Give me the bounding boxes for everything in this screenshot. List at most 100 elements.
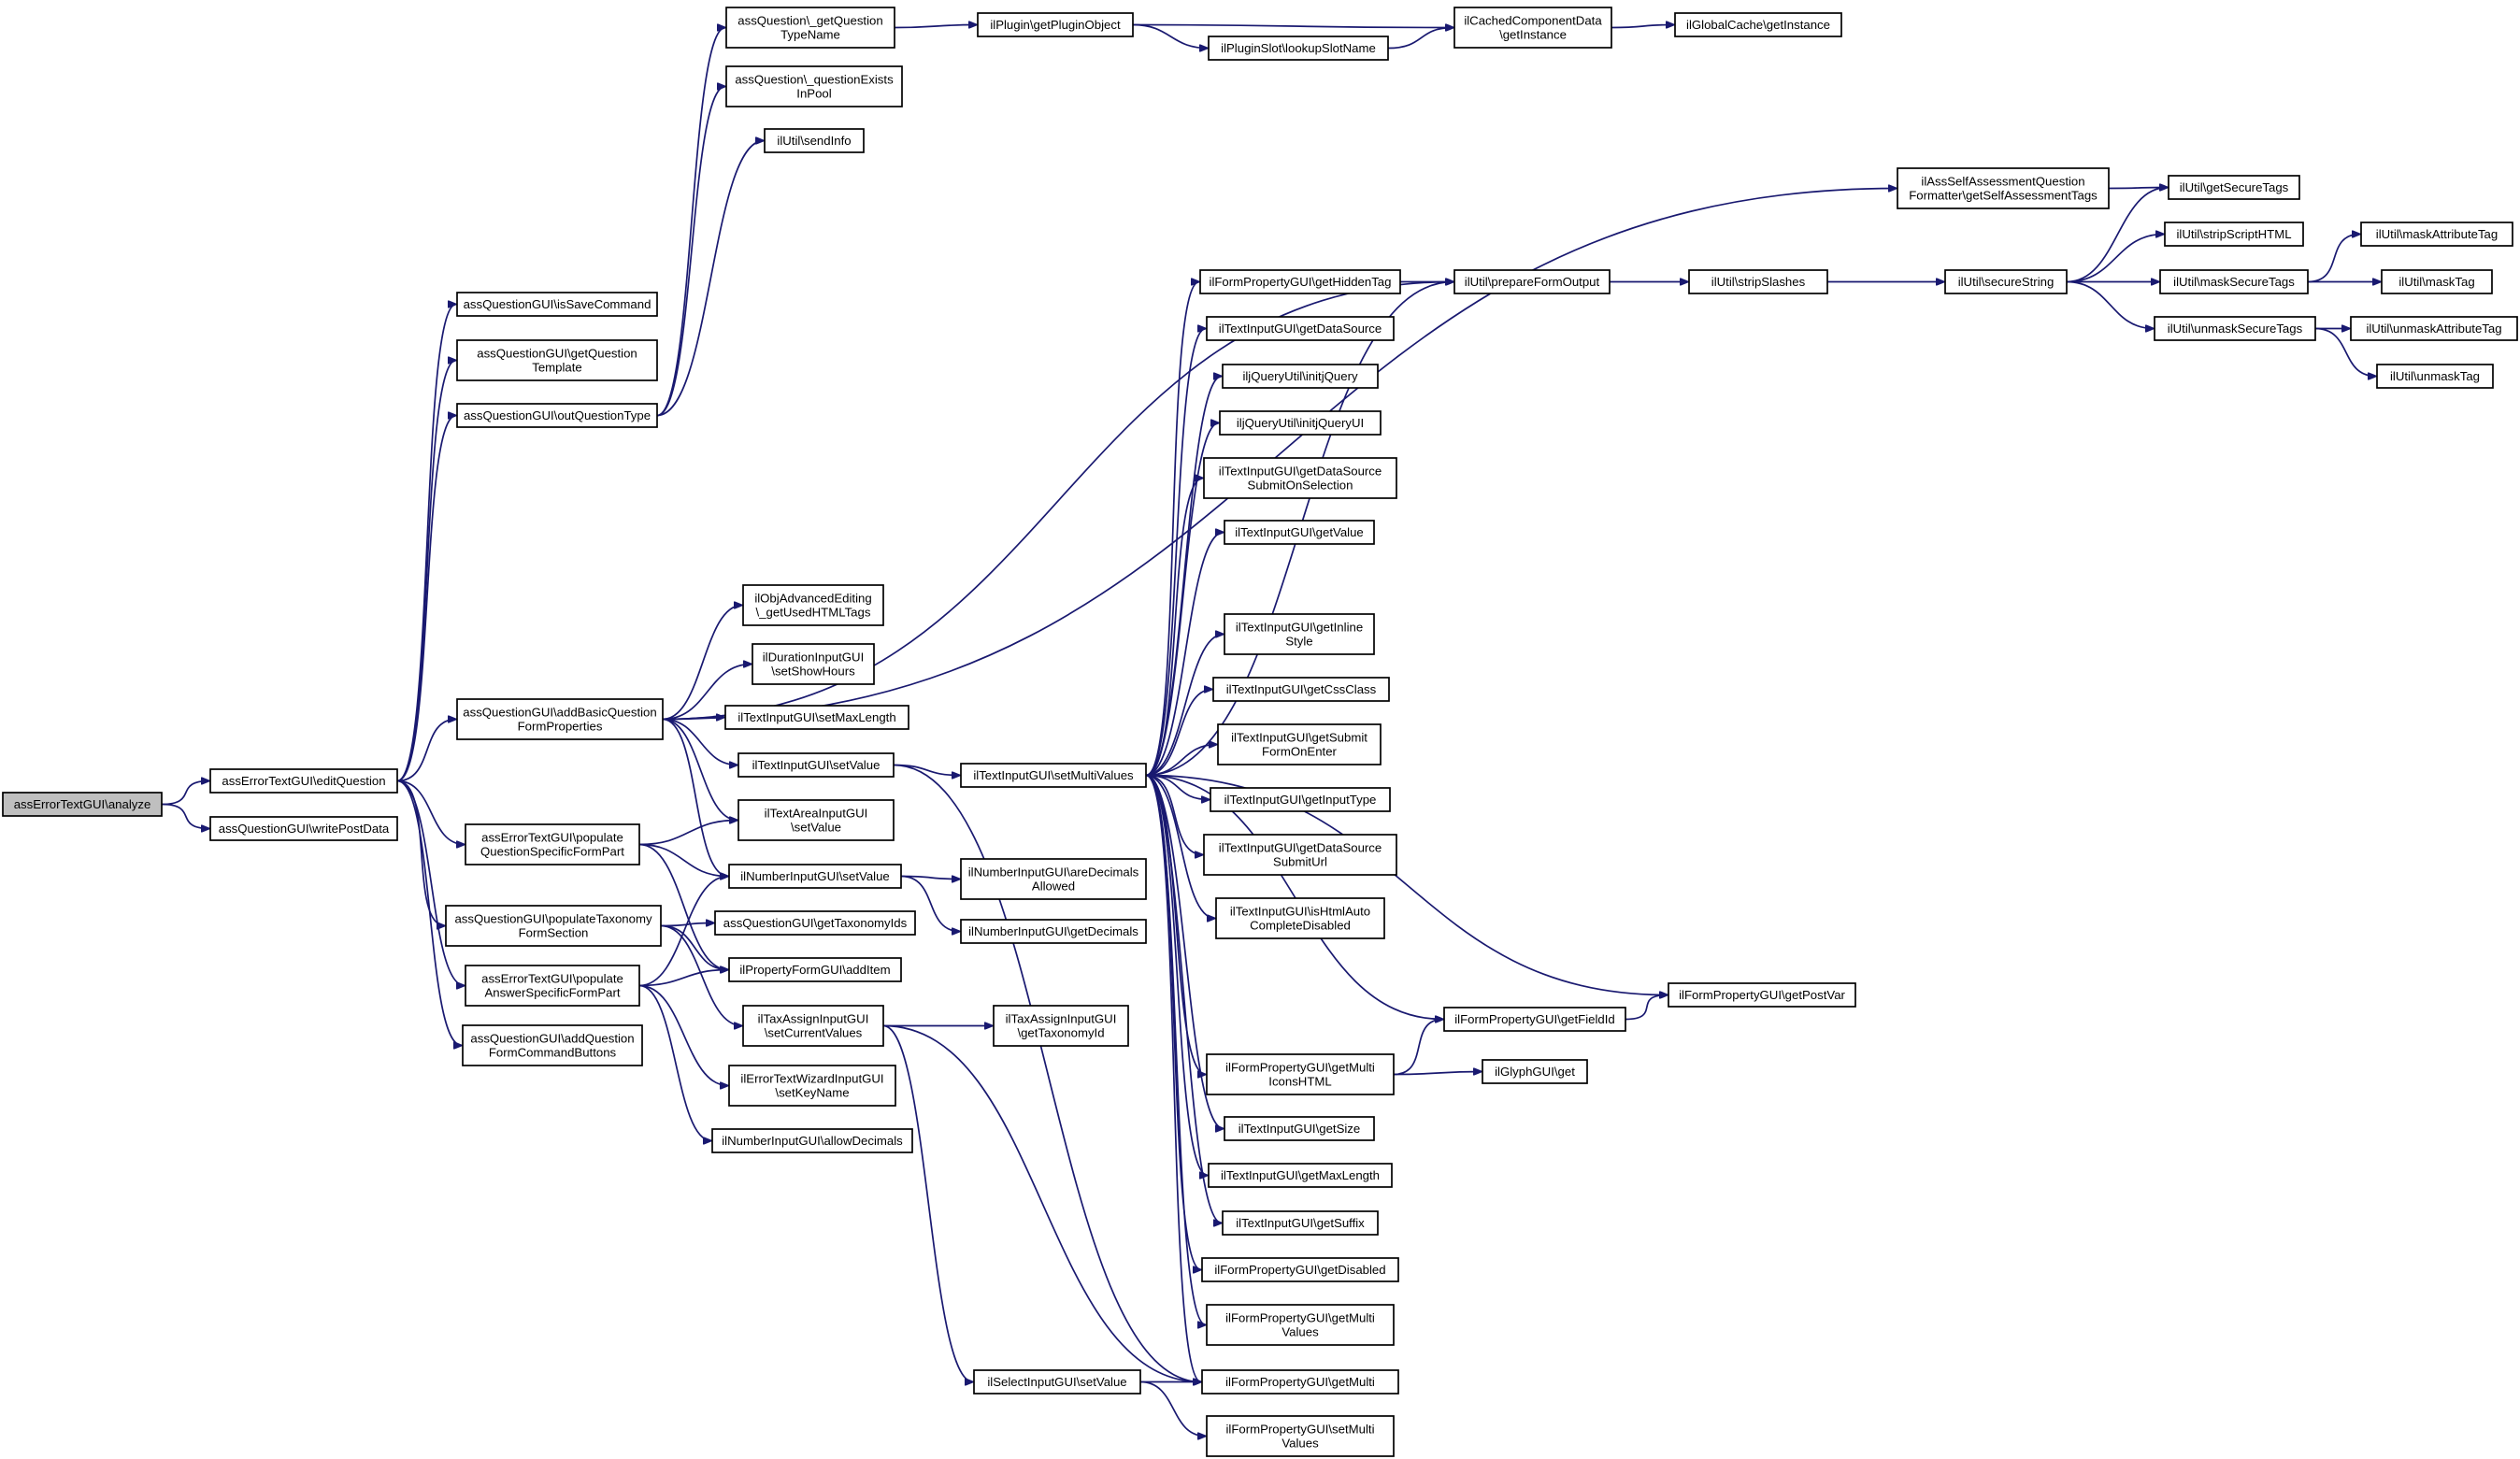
node-ilutil-stripslashes[interactable]: ilUtil\stripSlashes — [1688, 269, 1828, 294]
node-ilformpropertygui-getfieldid[interactable]: ilFormPropertyGUI\getFieldId — [1443, 1007, 1626, 1032]
node-ilutil-unmasksecuretags[interactable]: ilUtil\unmaskSecureTags — [2154, 316, 2316, 341]
node-box — [2381, 269, 2493, 294]
node-ilformpropertygui-getdisabled[interactable]: ilFormPropertyGUI\getDisabled — [1201, 1257, 1399, 1282]
node-ilformpropertygui-getmulti[interactable]: ilFormPropertyGUI\getMulti — [1201, 1369, 1399, 1395]
node-box — [1203, 834, 1397, 876]
node-iltextinputgui-getvalue[interactable]: ilTextInputGUI\getValue — [1224, 520, 1375, 545]
edge-n1-to-n6 — [396, 720, 456, 782]
node-box — [456, 292, 658, 317]
node-label: ilFormPropertyGUI\getPostVar — [1679, 988, 1845, 1002]
node-ilutil-maskattributetag[interactable]: ilUtil\maskAttributeTag — [2360, 222, 2513, 247]
node-asserrortextgui-analyze[interactable]: assErrorTextGUI\analyze — [2, 792, 163, 817]
node-box — [711, 1128, 913, 1153]
node-ilutil-securestring[interactable]: ilUtil\secureString — [1944, 269, 2068, 294]
edge-n1-to-n9 — [396, 780, 465, 986]
node-ilformpropertygui-setmulti-values[interactable]: ilFormPropertyGUI\setMultiValues — [1206, 1415, 1395, 1457]
node-ilutil-prepareformoutput[interactable]: ilUtil\prepareFormOutput — [1453, 269, 1611, 294]
node-assquestiongui-outquestiontype[interactable]: assQuestionGUI\outQuestionType — [456, 403, 658, 428]
node-ilnumberinputgui-getdecimals[interactable]: ilNumberInputGUI\getDecimals — [960, 919, 1147, 944]
node-label: ilTextInputGUI\getDataSource — [1219, 465, 1382, 479]
node-iltextinputgui-getinputtype[interactable]: ilTextInputGUI\getInputType — [1210, 787, 1391, 812]
node-asserrortextgui-populate-answerspecificformpart[interactable]: assErrorTextGUI\populateAnswerSpecificFo… — [465, 965, 640, 1007]
node-ilformpropertygui-gethiddentag[interactable]: ilFormPropertyGUI\getHiddenTag — [1199, 269, 1401, 294]
node-ilpropertyformgui-additem[interactable]: ilPropertyFormGUI\addItem — [728, 957, 902, 982]
node-assquestiongui-issavecommand[interactable]: assQuestionGUI\isSaveCommand — [456, 292, 658, 317]
edge-n9-to-n28 — [638, 984, 711, 1141]
node-iltextinputgui-setmaxlength[interactable]: ilTextInputGUI\setMaxLength — [724, 705, 909, 730]
node-box — [462, 1024, 643, 1066]
node-box — [1224, 613, 1375, 655]
node-box — [1208, 1163, 1393, 1188]
node-label: ilTextInputGUI\getSubmit — [1231, 731, 1367, 745]
node-asserrortextgui-populate-questionspecificformpart[interactable]: assErrorTextGUI\populateQuestionSpecific… — [465, 823, 640, 865]
node-label: ilUtil\maskTag — [2398, 275, 2474, 289]
node-ilutil-stripscripthtml[interactable]: ilUtil\stripScriptHTML — [2164, 222, 2304, 247]
node-label: ilTextInputGUI\getDataSource — [1219, 841, 1382, 855]
node-ilutil-unmasktag[interactable]: ilUtil\unmaskTag — [2376, 364, 2494, 389]
node-ilpluginslot-lookupslotname[interactable]: ilPluginSlot\lookupSlotName — [1208, 36, 1389, 61]
node-iljqueryutil-initjqueryui[interactable]: iljQueryUtil\initjQueryUI — [1219, 410, 1382, 436]
node-ilutil-masktag[interactable]: ilUtil\maskTag — [2381, 269, 2493, 294]
node-iltextinputgui-getmaxlength[interactable]: ilTextInputGUI\getMaxLength — [1208, 1163, 1393, 1188]
node-label: ilTextInputGUI\getSize — [1239, 1122, 1360, 1136]
node-iltextinputgui-getdatasource-submitonselection[interactable]: ilTextInputGUI\getDataSourceSubmitOnSele… — [1203, 457, 1397, 499]
node-ilformpropertygui-getpostvar[interactable]: ilFormPropertyGUI\getPostVar — [1668, 982, 1856, 1008]
node-asserrortextgui-editquestion[interactable]: assErrorTextGUI\editQuestion — [209, 768, 398, 794]
node-label: ilUtil\stripSlashes — [1711, 275, 1806, 289]
node-ildurationinputgui-setshowhours[interactable]: ilDurationInputGUI\setShowHours — [752, 643, 875, 685]
edge-n23-to-n31 — [900, 875, 960, 932]
node-ilutil-sendinfo[interactable]: ilUtil\sendInfo — [764, 128, 865, 153]
node-iltextinputgui-setvalue[interactable]: ilTextInputGUI\setValue — [737, 752, 895, 778]
node-ilnumberinputgui-allowdecimals[interactable]: ilNumberInputGUI\allowDecimals — [711, 1128, 913, 1153]
node-label: ilNumberInputGUI\allowDecimals — [722, 1134, 903, 1148]
edge-n9-to-n27 — [638, 984, 728, 1086]
node-assquestiongui-addbasicquestion-formproperties[interactable]: assQuestionGUI\addBasicQuestionFormPrope… — [456, 698, 664, 740]
node-box — [1203, 457, 1397, 499]
node-label: ilNumberInputGUI\setValue — [740, 869, 890, 883]
node-label: ilTextInputGUI\getInputType — [1224, 793, 1377, 807]
node-label: ilNumberInputGUI\getDecimals — [968, 924, 1138, 938]
node-box — [1219, 410, 1382, 436]
node-ilassselfassessmentquestion-formatter-getselfassessmenttags[interactable]: ilAssSelfAssessmentQuestionFormatter\get… — [1897, 167, 2110, 209]
node-ilerrortextwizardinputgui-setkeyname[interactable]: ilErrorTextWizardInputGUI\setKeyName — [728, 1065, 896, 1107]
node-iltextinputgui-getdatasource[interactable]: ilTextInputGUI\getDataSource — [1206, 316, 1395, 341]
node-label: ilTextInputGUI\setMultiValues — [973, 768, 1134, 782]
node-ilutil-masksecuretags[interactable]: ilUtil\maskSecureTags — [2159, 269, 2309, 294]
node-ilutil-unmaskattributetag[interactable]: ilUtil\unmaskAttributeTag — [2350, 316, 2518, 341]
node-ilplugin-getpluginobject[interactable]: ilPlugin\getPluginObject — [977, 12, 1134, 37]
node-iltextinputgui-setmultivalues[interactable]: ilTextInputGUI\setMultiValues — [960, 763, 1147, 788]
node-ilglyphgui-get[interactable]: ilGlyphGUI\get — [1482, 1059, 1588, 1084]
node-label: ilDurationInputGUI — [763, 651, 864, 665]
node-ilutil-getsecuretags[interactable]: ilUtil\getSecureTags — [2168, 175, 2300, 200]
node-iltaxassigninputgui-gettaxonomyid[interactable]: ilTaxAssignInputGUI\getTaxonomyId — [993, 1005, 1129, 1047]
edge-n11-to-n14 — [894, 25, 977, 28]
node-box — [764, 128, 865, 153]
node-iltextinputgui-getsize[interactable]: ilTextInputGUI\getSize — [1224, 1116, 1375, 1141]
node-iltextinputgui-getcssclass[interactable]: ilTextInputGUI\getCssClass — [1212, 677, 1390, 702]
node-iltextinputgui-ishtmlauto-completedisabled[interactable]: ilTextInputGUI\isHtmlAutoCompleteDisable… — [1215, 897, 1385, 939]
edge-n26-to-n33 — [882, 1024, 973, 1382]
node-ilnumberinputgui-setvalue[interactable]: ilNumberInputGUI\setValue — [728, 864, 902, 889]
node-ilobjadvancedediting-getusedhtmltags[interactable]: ilObjAdvancedEditing\_getUsedHTMLTags — [742, 584, 884, 626]
node-assquestiongui-populatetaxonomy-formsection[interactable]: assQuestionGUI\populateTaxonomyFormSecti… — [445, 905, 662, 947]
node-label: assQuestionGUI\getQuestion — [477, 347, 637, 361]
node-ilselectinputgui-setvalue[interactable]: ilSelectInputGUI\setValue — [973, 1369, 1141, 1395]
node-assquestiongui-writepostdata[interactable]: assQuestionGUI\writePostData — [209, 816, 398, 841]
node-ilglobalcache-getinstance[interactable]: ilGlobalCache\getInstance — [1674, 12, 1842, 37]
node-iltaxassigninputgui-setcurrentvalues[interactable]: ilTaxAssignInputGUI\setCurrentValues — [742, 1005, 884, 1047]
node-assquestiongui-gettaxonomyids[interactable]: assQuestionGUI\getTaxonomyIds — [714, 910, 916, 936]
node-iltextinputgui-getsuffix[interactable]: ilTextInputGUI\getSuffix — [1222, 1210, 1379, 1236]
node-iltextareainputgui-setvalue[interactable]: ilTextAreaInputGUI\setValue — [737, 799, 895, 841]
node-iljqueryutil-initjquery[interactable]: iljQueryUtil\initjQuery — [1222, 364, 1379, 389]
node-assquestiongui-addquestion-formcommandbuttons[interactable]: assQuestionGUI\addQuestionFormCommandBut… — [462, 1024, 643, 1066]
node-ilcachedcomponentdata-getinstance[interactable]: ilCachedComponentData\getInstance — [1453, 7, 1612, 49]
